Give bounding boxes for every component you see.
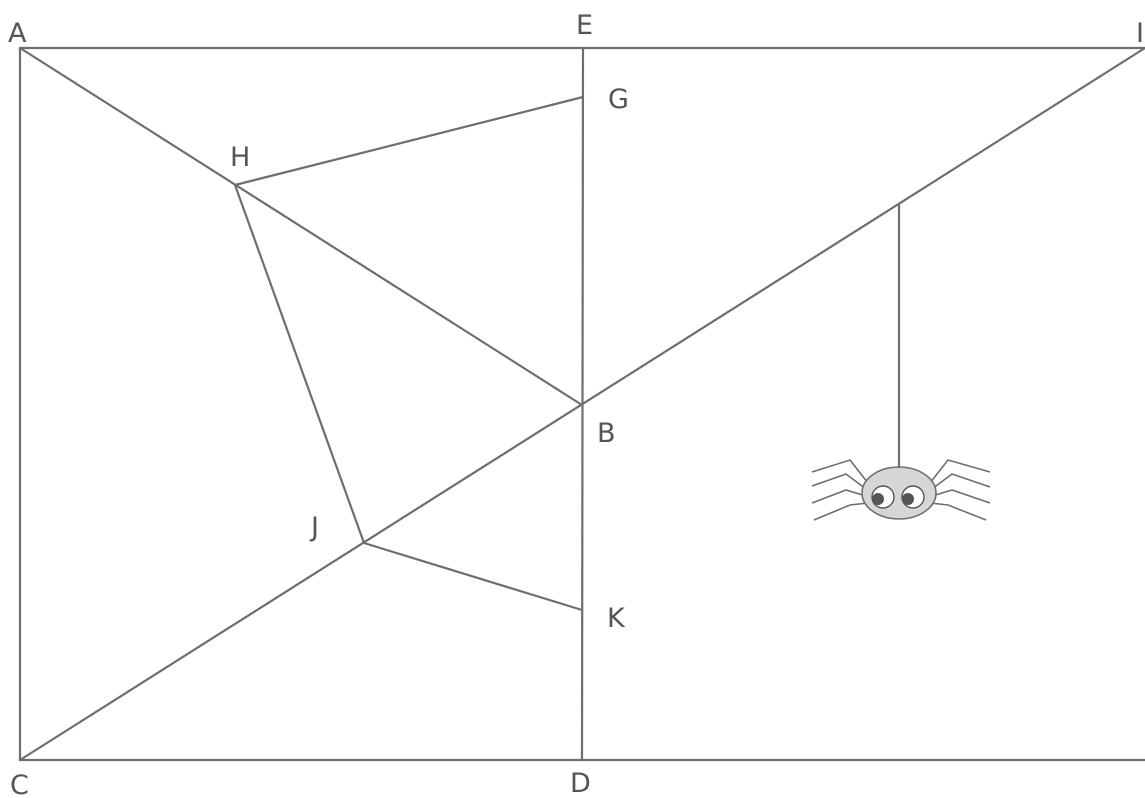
label-I: I (1136, 18, 1144, 49)
edge-C-I (18, 46, 1145, 762)
label-K: K (607, 603, 626, 634)
edge-H-G (233, 95, 585, 187)
spider-icon (811, 459, 991, 521)
label-H: H (230, 142, 250, 173)
label-B: B (597, 418, 616, 449)
edge-J-K (362, 541, 584, 612)
label-J: J (309, 512, 319, 543)
label-C: C (10, 770, 29, 798)
edge-A-B (18, 46, 584, 407)
label-D: D (570, 768, 591, 798)
label-A: A (8, 18, 27, 49)
label-E: E (576, 10, 593, 41)
edge-H-J (233, 183, 366, 545)
label-G: G (608, 84, 629, 115)
